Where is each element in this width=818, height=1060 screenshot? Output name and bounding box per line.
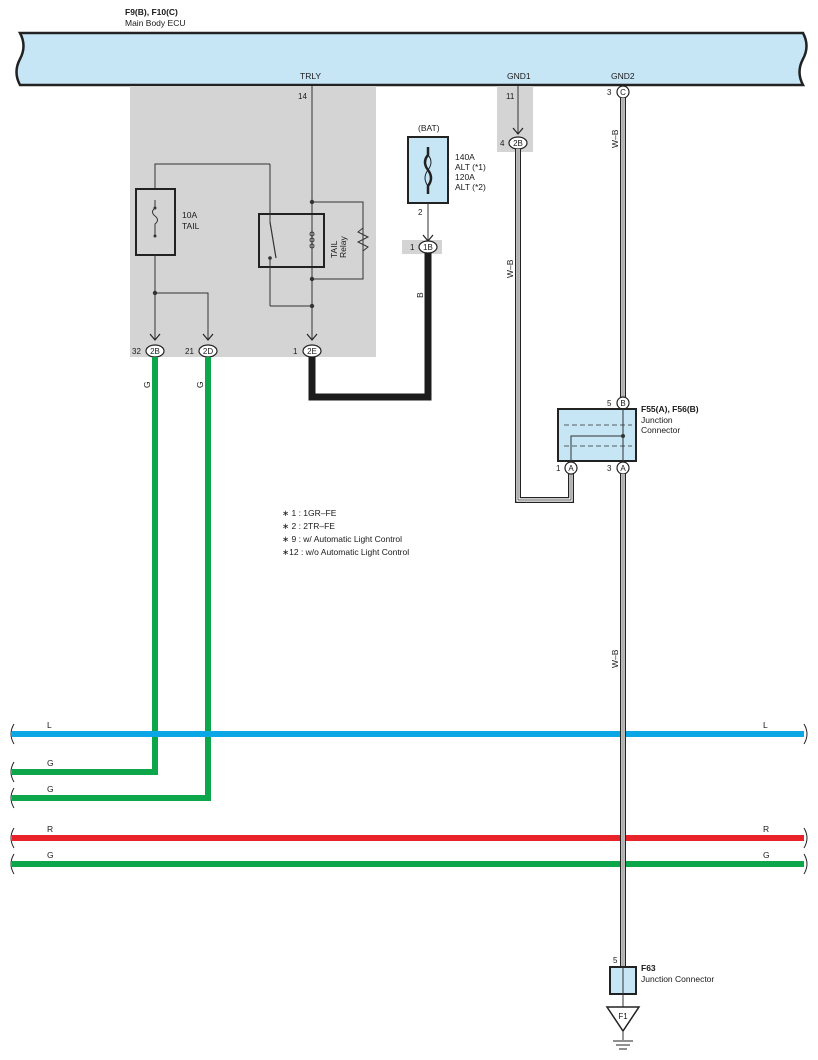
svg-text:W–B: W–B (505, 259, 515, 278)
svg-text:3: 3 (607, 464, 612, 473)
ground-icon (613, 1040, 633, 1050)
svg-text:11: 11 (506, 92, 515, 101)
svg-text:2E: 2E (307, 347, 317, 356)
wire-break-marks (10, 723, 808, 875)
note-2: ∗ 2 : 2TR–FE (282, 521, 335, 531)
svg-text:Junction: Junction (641, 415, 673, 425)
svg-text:2B: 2B (513, 139, 523, 148)
ground-point-f1 (605, 1006, 641, 1033)
wire-g-2d (12, 357, 211, 801)
svg-text:1: 1 (556, 464, 561, 473)
junction-block-area (130, 86, 376, 357)
svg-text:Junction Connector: Junction Connector (641, 974, 714, 984)
svg-text:B: B (415, 292, 425, 298)
bus-label-l: L (47, 720, 52, 730)
svg-text:G: G (195, 381, 205, 388)
svg-text:G: G (142, 381, 152, 388)
trly-pin: 14 (298, 92, 307, 101)
svg-text:C: C (620, 88, 626, 97)
svg-text:A: A (620, 464, 626, 473)
resistor-symbol (356, 227, 370, 252)
tail-fuse-rating: 10A (182, 210, 197, 220)
ecu-name-label: Main Body ECU (125, 18, 185, 28)
bus-label-r: R (47, 824, 53, 834)
bat-header: (BAT) (418, 123, 440, 133)
terminal-trly: TRLY (300, 71, 321, 81)
svg-text:2: 2 (418, 208, 423, 217)
svg-text:ALT (*1): ALT (*1) (455, 162, 486, 172)
wire-b (308, 253, 432, 401)
pin-21: 21 (185, 347, 194, 356)
relay-line2: Relay (338, 236, 348, 258)
bus-label-g3-right: G (763, 850, 770, 860)
relay-switch (269, 221, 277, 259)
svg-text:Connector: Connector (641, 425, 680, 435)
terminal-gnd1: GND1 (507, 71, 531, 81)
svg-text:F55(A), F56(B): F55(A), F56(B) (641, 404, 699, 414)
svg-text:F63: F63 (641, 963, 656, 973)
svg-text:5: 5 (613, 956, 618, 965)
svg-text:ALT (*2): ALT (*2) (455, 182, 486, 192)
svg-text:2D: 2D (203, 347, 213, 356)
svg-text:W–B: W–B (610, 129, 620, 148)
bus-label-g1: G (47, 758, 54, 768)
note-9: ∗ 9 : w/ Automatic Light Control (282, 534, 402, 544)
svg-text:5: 5 (607, 399, 612, 408)
svg-text:W–B: W–B (610, 649, 620, 668)
bus-label-l-right: L (763, 720, 768, 730)
bus-label-g2: G (47, 784, 54, 794)
wire-g-2b (12, 357, 158, 775)
ecu-connectors-label: F9(B), F10(C) (125, 7, 178, 17)
svg-text:1: 1 (410, 243, 415, 252)
svg-text:120A: 120A (455, 172, 475, 182)
note-12: ∗12 : w/o Automatic Light Control (282, 547, 409, 557)
svg-text:1B: 1B (423, 243, 433, 252)
ecu-bar (15, 31, 808, 87)
svg-text:140A: 140A (455, 152, 475, 162)
note-1: ∗ 1 : 1GR–FE (282, 508, 337, 518)
pin-1: 1 (293, 347, 298, 356)
svg-text:A: A (568, 464, 574, 473)
tail-fuse-name: TAIL (182, 221, 200, 231)
terminal-gnd2: GND2 (611, 71, 635, 81)
pin-32: 32 (132, 347, 141, 356)
svg-text:3: 3 (607, 88, 612, 97)
svg-text:4: 4 (500, 139, 505, 148)
svg-text:B: B (620, 399, 625, 408)
svg-text:F1: F1 (618, 1012, 628, 1021)
bus-label-r-right: R (763, 824, 769, 834)
bus-label-g3: G (47, 850, 54, 860)
relay-line1: TAIL (329, 240, 339, 258)
svg-text:2B: 2B (150, 347, 160, 356)
tail-relay (258, 213, 325, 268)
